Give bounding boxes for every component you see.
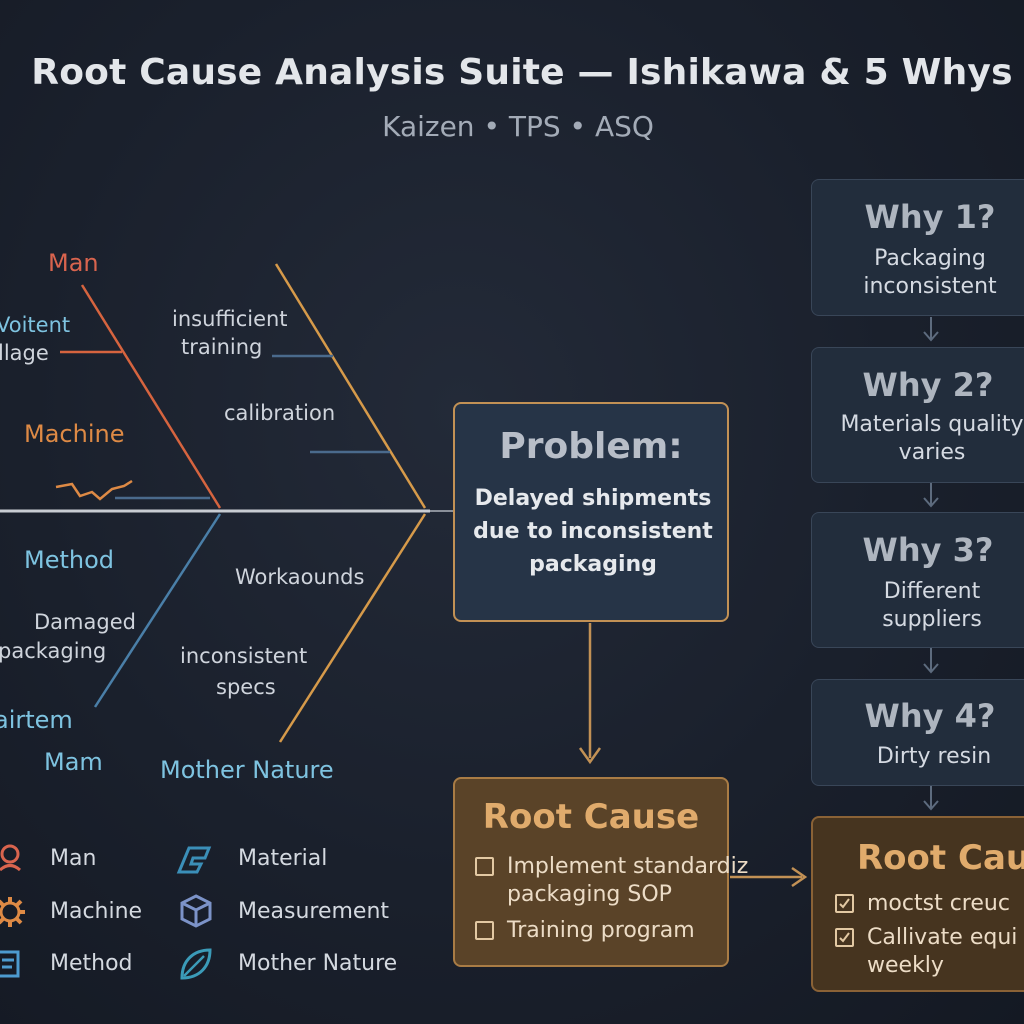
why-title: Why 1? bbox=[864, 198, 996, 236]
why-answer: Packaging inconsistent bbox=[863, 246, 997, 299]
legend-label-man: Man bbox=[50, 846, 97, 871]
root-action-text-2: packaging SOP bbox=[507, 882, 672, 907]
person-pin-icon bbox=[0, 844, 22, 872]
root-action-text: moctst creuc bbox=[867, 891, 1010, 916]
cause-training: training bbox=[181, 335, 263, 359]
checkbox-checked[interactable] bbox=[835, 928, 854, 947]
page-subtitle: Kaizen • TPS • ASQ bbox=[382, 110, 654, 143]
bone-nature bbox=[278, 513, 427, 743]
root-action-text-2: weekly bbox=[867, 953, 944, 978]
why-title: Why 3? bbox=[862, 531, 994, 569]
cause-damaged: Damaged bbox=[34, 610, 136, 634]
checkbox-checked[interactable] bbox=[835, 894, 854, 913]
cause-specs: specs bbox=[216, 675, 276, 699]
problem-statement: Delayed shipments due to inconsistent pa… bbox=[473, 486, 713, 577]
material-flag-icon bbox=[176, 846, 212, 874]
problem-box[interactable]: Problem: Delayed shipments due to incons… bbox=[453, 402, 729, 622]
category-machine: Machine bbox=[24, 420, 125, 448]
root-cause-title: Root Cause bbox=[482, 797, 700, 837]
cause-packaging: packaging bbox=[0, 639, 107, 663]
checkbox-unchecked[interactable] bbox=[475, 921, 494, 940]
why-box-3[interactable]: Why 3? Different suppliers bbox=[811, 512, 1024, 648]
gear-icon bbox=[0, 897, 25, 927]
why-box-4[interactable]: Why 4? Dirty resin bbox=[811, 679, 1024, 786]
root-cause-box[interactable]: Root Cause Implement standardiz packagin… bbox=[453, 777, 748, 967]
why-box-2[interactable]: Why 2? Materials quality varies bbox=[811, 347, 1024, 483]
leaf-icon bbox=[180, 948, 212, 980]
bone-training bbox=[274, 263, 427, 509]
cause-insufficient: insufficient bbox=[172, 307, 288, 331]
cause-inconsistent: inconsistent bbox=[180, 644, 308, 668]
page-title: Root Cause Analysis Suite — Ishikawa & 5… bbox=[31, 52, 1013, 93]
cause-voitent-line2: llage bbox=[0, 341, 49, 365]
checkbox-unchecked[interactable] bbox=[475, 857, 494, 876]
root-cause-title-2: Root Caus bbox=[857, 838, 1024, 878]
category-material: airtem bbox=[0, 706, 73, 734]
category-mother-nature: Mother Nature bbox=[160, 756, 334, 784]
why-answer: Different suppliers bbox=[882, 579, 982, 632]
bone-method bbox=[93, 513, 222, 708]
problem-title: Problem: bbox=[499, 426, 683, 467]
category-man: Man bbox=[48, 249, 99, 277]
why-answer: Dirty resin bbox=[876, 744, 992, 769]
cube-icon bbox=[180, 894, 212, 928]
root-cause-box-2[interactable]: Root Caus moctst creuc Callivate equi we… bbox=[811, 816, 1024, 992]
legend-label-mother-nature: Mother Nature bbox=[238, 951, 398, 976]
cause-calibration: calibration bbox=[224, 401, 336, 425]
method-book-icon bbox=[0, 950, 20, 978]
root-action-text: Callivate equi bbox=[867, 925, 1018, 950]
legend-label-method: Method bbox=[50, 951, 133, 976]
category-method: Method bbox=[24, 546, 115, 574]
why-title: Why 4? bbox=[864, 697, 996, 735]
legend-label-measurement: Measurement bbox=[238, 899, 390, 924]
cause-workarounds: Workaounds bbox=[235, 565, 365, 589]
root-action-text: Implement standardiz bbox=[507, 854, 749, 879]
machine-squiggle-icon bbox=[55, 479, 133, 501]
root-action-text: Training program bbox=[507, 918, 695, 943]
legend-label-machine: Machine bbox=[50, 899, 143, 924]
category-mam: Mam bbox=[44, 748, 103, 776]
why-title: Why 2? bbox=[862, 366, 994, 404]
why-answer: Materials quality varies bbox=[840, 412, 1024, 465]
cause-voitent: Voitent bbox=[0, 313, 71, 337]
why-box-1[interactable]: Why 1? Packaging inconsistent bbox=[811, 179, 1024, 316]
bone-man bbox=[80, 284, 222, 509]
legend-label-material: Material bbox=[238, 846, 328, 871]
